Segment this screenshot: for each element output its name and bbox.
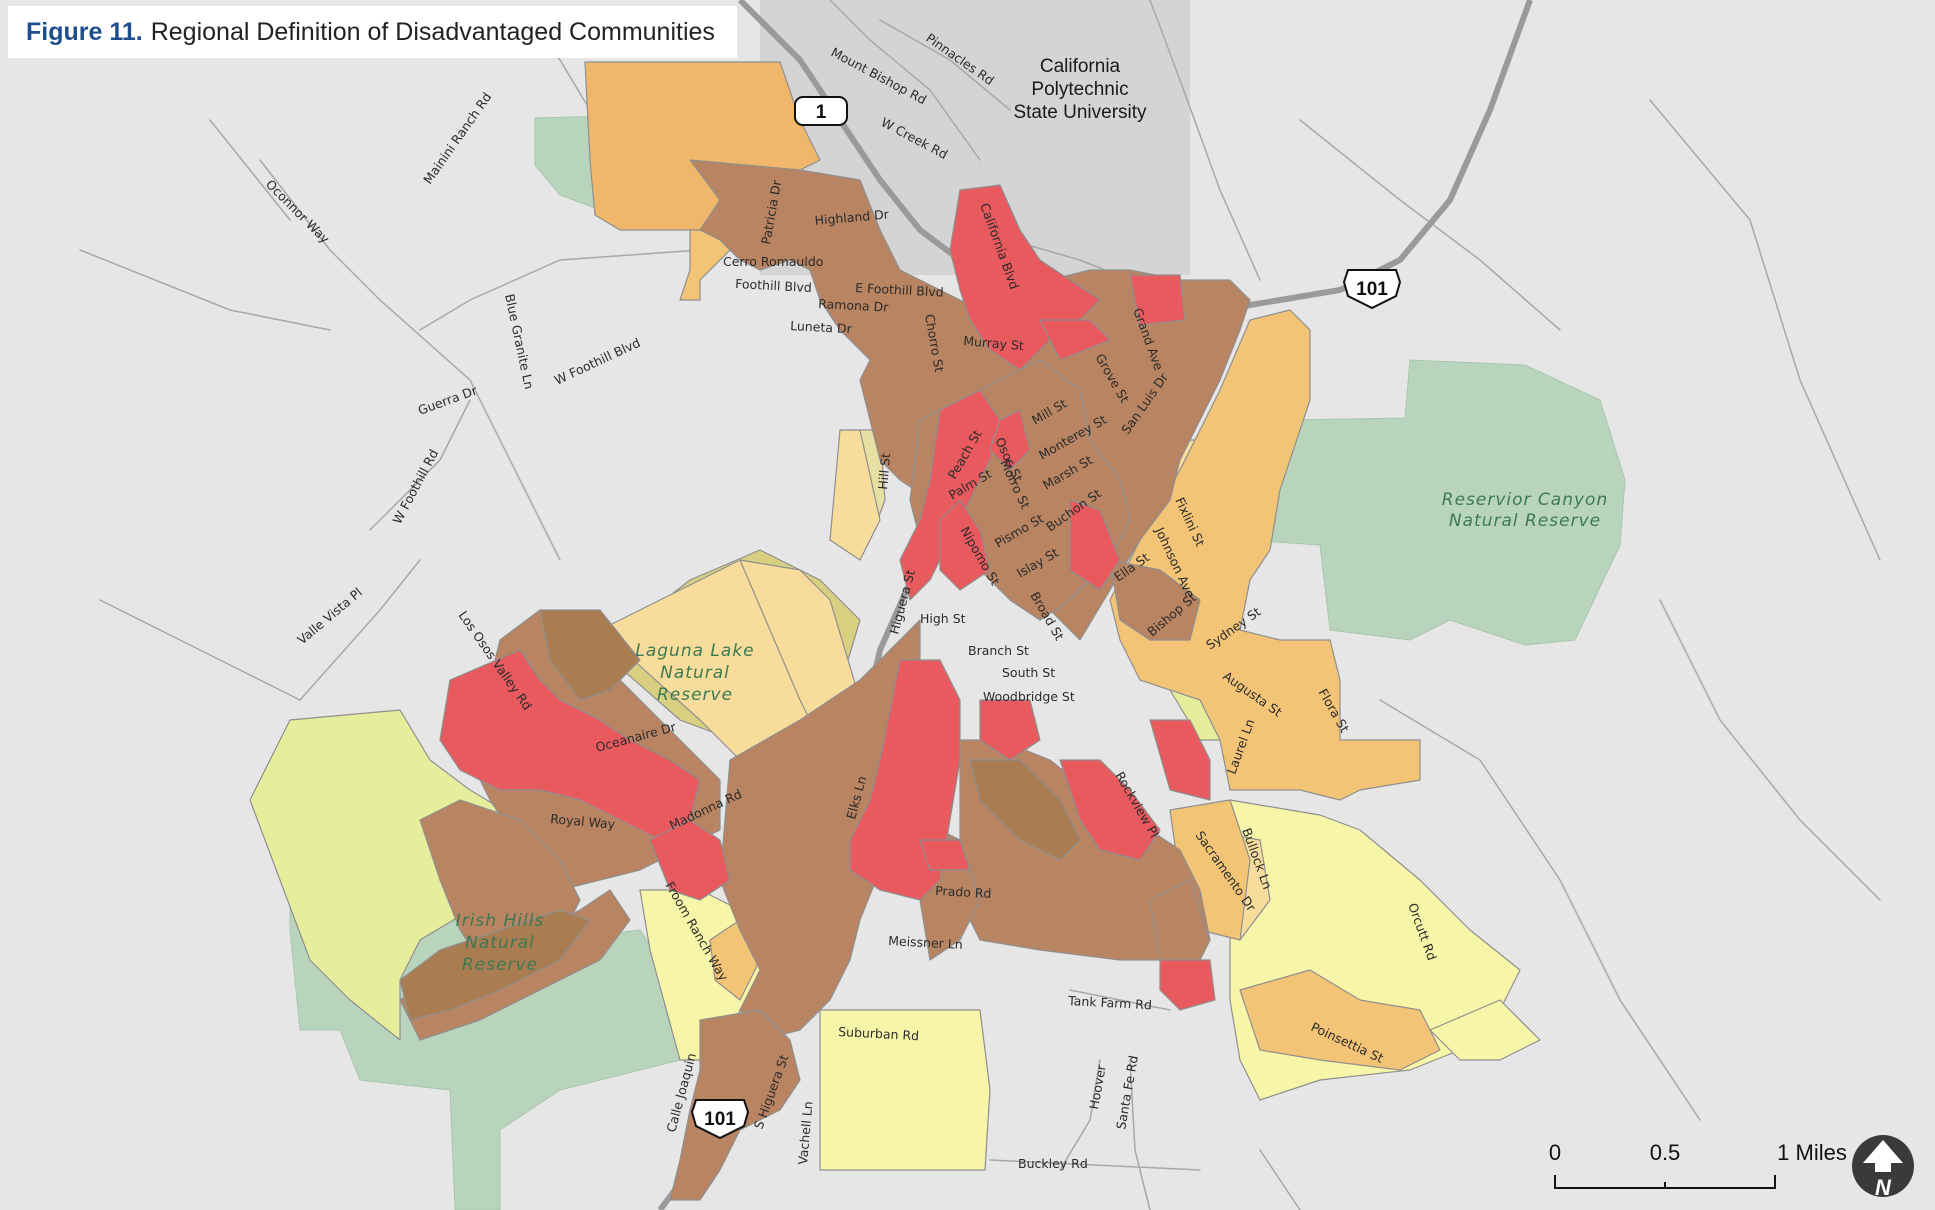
scale-tick-miles: 1 Miles bbox=[1777, 1140, 1847, 1165]
tract-low-orcutt bbox=[1429, 999, 1541, 1061]
tract-moderate-poinsettia bbox=[1239, 969, 1441, 1071]
irish-line-2: Natural bbox=[465, 933, 535, 953]
laguna-line-3: Reserve bbox=[657, 685, 733, 705]
scale-tick-half: 0.5 bbox=[1650, 1140, 1681, 1165]
cal-poly-label: California Polytechnic State University bbox=[1013, 56, 1147, 123]
tract-elevated-elks bbox=[719, 619, 921, 1041]
tract-high-woodbridge bbox=[979, 699, 1041, 761]
laguna-line-2: Natural bbox=[660, 663, 730, 683]
street-label: Murray St bbox=[963, 333, 1025, 353]
street-label: High St bbox=[920, 611, 966, 626]
street-label: Woodbridge St bbox=[983, 689, 1075, 704]
census-tracts bbox=[249, 61, 1541, 1201]
figure-number: Figure 11. bbox=[26, 17, 143, 46]
us-101-south-label: 101 bbox=[704, 1109, 736, 1130]
tract-low-suburban bbox=[819, 1009, 991, 1171]
tract-high-tank-farm bbox=[1159, 959, 1216, 1011]
tract-dark-laguna bbox=[539, 609, 641, 701]
tract-high-orcutt bbox=[1149, 719, 1211, 801]
irish-hills-label: Irish Hills Natural Reserve bbox=[456, 911, 545, 975]
tract-high-broad bbox=[1069, 499, 1121, 591]
tract-high-osos bbox=[989, 409, 1031, 471]
tract-lowmod-hill bbox=[829, 429, 881, 561]
street-label: Tank Farm Rd bbox=[1067, 993, 1152, 1012]
us-101-shield-north: 101 bbox=[1342, 269, 1402, 310]
north-arrow-icon: N bbox=[1852, 1135, 1914, 1200]
us-101-shield-south: 101 bbox=[690, 1099, 750, 1140]
tract-dark-broad bbox=[969, 759, 1081, 861]
tract-high-nipomo bbox=[939, 499, 991, 591]
street-label: Highland Dr bbox=[814, 206, 890, 228]
street-label: Prado Rd bbox=[935, 883, 992, 901]
street-label: Royal Way bbox=[550, 811, 617, 832]
tract-moderate-east bbox=[1109, 309, 1421, 801]
scale-tick-0: 0 bbox=[1549, 1140, 1561, 1165]
cal-poly-line-3: State University bbox=[1013, 102, 1147, 123]
irish-line-3: Reserve bbox=[462, 955, 538, 975]
figure-title: Figure 11. Regional Definition of Disadv… bbox=[8, 6, 737, 58]
reservoir-line-2: Natural Reserve bbox=[1449, 511, 1601, 531]
laguna-line-1: Laguna Lake bbox=[635, 641, 754, 661]
street-label: Foothill Blvd bbox=[735, 276, 812, 295]
tract-elevated-johnson bbox=[1109, 559, 1201, 641]
tract-high-madonna bbox=[649, 819, 731, 901]
street-label: E Foothill Blvd bbox=[855, 280, 944, 300]
tract-high-rockview bbox=[1059, 759, 1161, 861]
us-101-north-label: 101 bbox=[1356, 279, 1388, 300]
north-arrow-letter: N bbox=[1875, 1175, 1892, 1200]
irish-line-1: Irish Hills bbox=[456, 911, 545, 931]
scale-bar: 0 0.5 1 Miles bbox=[1549, 1140, 1847, 1189]
street-label: Meissner Ln bbox=[888, 933, 963, 952]
tract-dark-irish bbox=[399, 909, 591, 1021]
street-label: Branch St bbox=[968, 643, 1029, 658]
street-label: Suburban Rd bbox=[838, 1024, 920, 1043]
street-label: South St bbox=[1002, 665, 1055, 680]
tract-high-prado bbox=[919, 839, 971, 871]
tract-elevated-tank-farm bbox=[1149, 879, 1211, 961]
cal-poly-line-1: California bbox=[1040, 56, 1121, 77]
route-1-shield: 1 bbox=[794, 96, 848, 126]
street-label: Cerro Romauldo bbox=[723, 254, 823, 269]
reservoir-canyon-label: Reservior Canyon Natural Reserve bbox=[1442, 490, 1608, 531]
street-label: Buckley Rd bbox=[1018, 1156, 1088, 1171]
route-1-label: 1 bbox=[816, 102, 827, 123]
tract-high-grand bbox=[1129, 274, 1186, 326]
laguna-lake-label: Laguna Lake Natural Reserve bbox=[635, 641, 754, 705]
reservoir-line-1: Reservior Canyon bbox=[1442, 490, 1608, 510]
figure-title-text: Regional Definition of Disadvantaged Com… bbox=[150, 17, 715, 46]
cal-poly-line-2: Polytechnic bbox=[1031, 79, 1128, 100]
tract-high-murray bbox=[1039, 319, 1111, 361]
street-label: Hill St bbox=[875, 452, 893, 490]
street-label: Luneta Dr bbox=[790, 318, 853, 336]
street-label: Ramona Dr bbox=[818, 296, 890, 315]
street-label: Vachell Ln bbox=[795, 1101, 815, 1166]
